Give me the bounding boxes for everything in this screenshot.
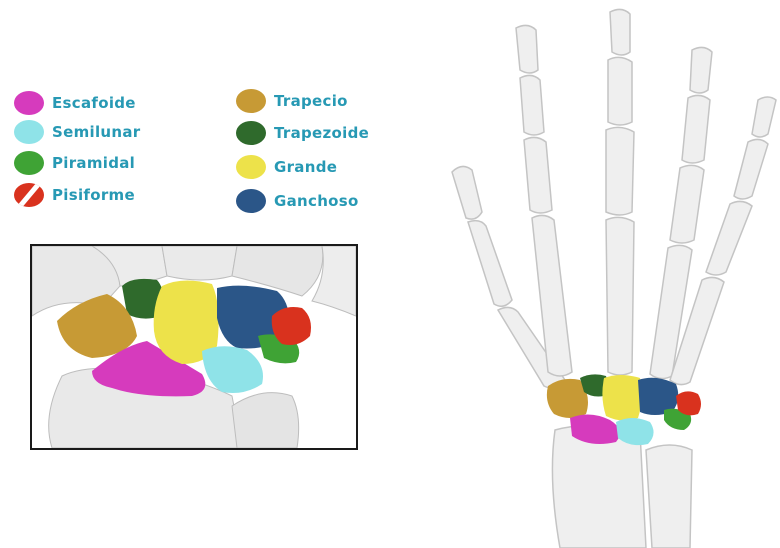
- legend-item-piramidal: Piramidal: [14, 148, 135, 178]
- little-proximal-phalanx: [706, 201, 752, 275]
- thumb-proximal-phalanx: [468, 221, 512, 307]
- ring-middle-phalanx: [682, 95, 710, 163]
- legend-item-pisiforme: Pisiforme: [14, 180, 135, 210]
- legend-label-trapecio: Trapecio: [274, 92, 348, 110]
- ganchoso-color-swatch: [236, 189, 266, 213]
- legend-label-pisiforme: Pisiforme: [52, 186, 135, 204]
- legend-label-ganchoso: Ganchoso: [274, 192, 359, 210]
- carpal-bones-zoom-inset: [30, 244, 358, 450]
- ring-proximal-phalanx: [670, 165, 704, 243]
- index-distal-phalanx: [516, 25, 538, 73]
- index-middle-phalanx: [520, 75, 544, 135]
- piramidal-color-swatch: [14, 151, 44, 175]
- legend-item-semilunar: Semilunar: [14, 117, 140, 147]
- ring-distal-phalanx: [690, 47, 712, 93]
- legend-label-escafoide: Escafoide: [52, 94, 136, 112]
- index-proximal-phalanx: [524, 137, 552, 213]
- legend-item-escafoide: Escafoide: [14, 88, 136, 118]
- middle-distal-phalanx: [610, 9, 630, 55]
- legend-item-ganchoso: Ganchoso: [236, 186, 359, 216]
- semilunar-bone: [202, 346, 263, 393]
- grande-bone: [602, 375, 641, 421]
- pisiforme-color-swatch: [14, 183, 44, 207]
- escafoide-color-swatch: [14, 91, 44, 115]
- legend-item-trapecio: Trapecio: [236, 86, 348, 116]
- legend-label-trapezoide: Trapezoide: [274, 124, 369, 142]
- legend-label-piramidal: Piramidal: [52, 154, 135, 172]
- ulna-bone: [646, 445, 692, 548]
- trapezoide-color-swatch: [236, 121, 266, 145]
- grande-color-swatch: [236, 155, 266, 179]
- hand-skeleton-illustration: [440, 0, 780, 548]
- carpal-bones-closeup-illustration: [32, 246, 356, 448]
- finger-bones: [452, 9, 776, 548]
- semilunar-color-swatch: [14, 120, 44, 144]
- legend-item-grande: Grande: [236, 152, 337, 182]
- middle-metacarpal: [606, 217, 634, 375]
- trapecio-color-swatch: [236, 89, 266, 113]
- metacarpal-base-3: [162, 246, 237, 280]
- ulna-bone: [232, 393, 299, 448]
- legend-item-trapezoide: Trapezoide: [236, 118, 369, 148]
- little-distal-phalanx: [752, 97, 776, 137]
- middle-middle-phalanx: [608, 57, 632, 125]
- thumb-distal-phalanx: [452, 166, 482, 219]
- trapecio-bone: [57, 294, 137, 358]
- trapecio-bone: [547, 379, 588, 418]
- legend-label-semilunar: Semilunar: [52, 123, 140, 141]
- legend-label-grande: Grande: [274, 158, 337, 176]
- pisiforme-bone: [272, 307, 311, 345]
- middle-proximal-phalanx: [606, 127, 634, 215]
- hand-skeleton-svg: [440, 0, 780, 548]
- little-middle-phalanx: [734, 139, 768, 199]
